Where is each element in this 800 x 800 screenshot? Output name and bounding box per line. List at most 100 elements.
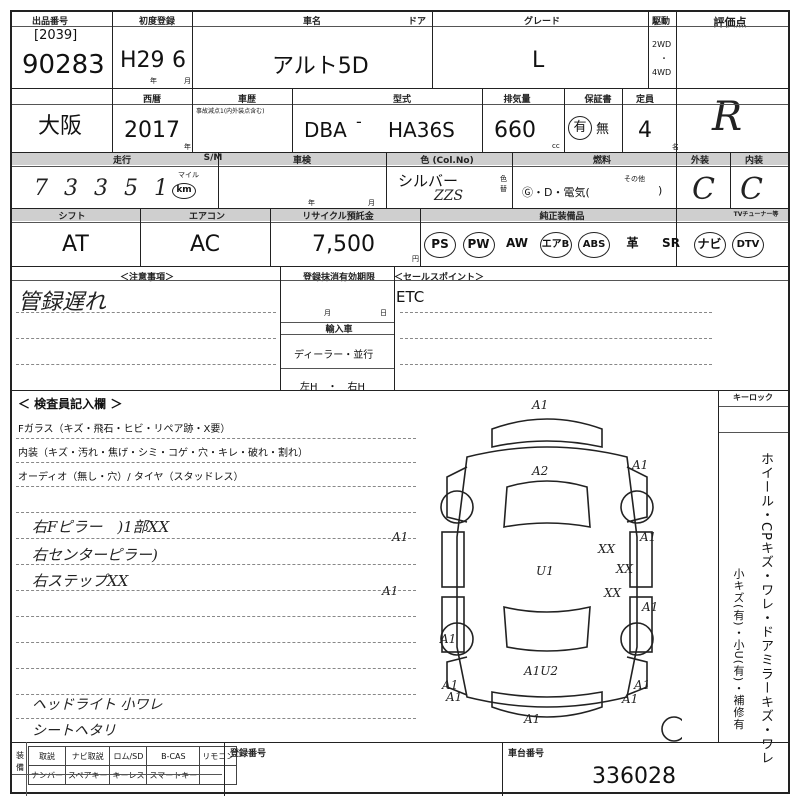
mileage-header: 走行: [112, 156, 131, 166]
mileage-digit-5: 1: [154, 176, 168, 201]
equip-table-cell: ナンバー: [28, 765, 66, 785]
writing-line: [16, 462, 416, 463]
aircon-value: AC: [190, 232, 221, 257]
grid-line: [622, 88, 623, 152]
capacity-value: 4: [638, 118, 652, 143]
diagram-mark-15: A1: [524, 712, 541, 726]
warranty-yes-circled: 有: [568, 116, 592, 140]
first-reg-header: 初度登録: [138, 17, 175, 27]
equipment-header: 純正装備品: [539, 212, 585, 222]
aircon-header: エアコン: [188, 212, 225, 222]
equip-table: 取説 ナビ取説 ロム/SD B-CAS リモコン ナンバー スペアキー キーレス…: [28, 746, 238, 785]
equipment-item-3: エアB: [539, 232, 572, 258]
inspector-note-2: 右センターピラー): [32, 546, 158, 564]
diagram-mark-17: A1: [622, 692, 639, 706]
grid-line: [280, 334, 394, 335]
writing-line: [16, 338, 276, 339]
diagram-mark-8: XX: [616, 562, 634, 576]
mileage-digit-2: 3: [64, 176, 78, 201]
writing-line: [16, 312, 276, 313]
front-bumper-outline: [491, 418, 603, 448]
writing-line: [400, 364, 712, 365]
first-reg-era-year: H29: [120, 48, 165, 73]
diagram-mark-1: A2: [532, 464, 549, 478]
grid-line: [270, 208, 271, 266]
side-vertical-text-1: ホイール・CPキズ・ワレ・ドアミラーキズ・ワレ: [758, 452, 773, 765]
displacement-value: 660: [494, 118, 536, 143]
mileage-digit-3: 3: [94, 176, 108, 201]
diagram-mark-13: A1U2: [524, 664, 559, 678]
grid-line: [218, 152, 219, 208]
grid-line: [432, 12, 433, 88]
import-value: ディーラー・並行: [294, 350, 374, 361]
grid-line: [718, 432, 788, 433]
model-type-header: 型式: [392, 95, 411, 105]
left-front-door-outline: [441, 531, 465, 588]
equip-table-cell: ロム/SD: [109, 746, 148, 766]
side-vertical-text-2: 小キズ(有)・小U(有)・補修有: [732, 568, 745, 731]
grid-line: [26, 742, 27, 796]
wheel-front-right: [620, 490, 654, 524]
equipment-item-2: AW: [506, 236, 528, 250]
spare-wheel: [661, 716, 682, 742]
drive-2wd: 2WD: [652, 40, 672, 49]
left-rear-fender-outline: [446, 656, 468, 696]
warranty-no: 無: [596, 122, 610, 137]
reg-no-header: 登録番号: [230, 749, 267, 759]
exterior-grade: C: [692, 172, 715, 207]
equip-table-cell: スペアキー: [64, 765, 111, 785]
inspector-header: ＜ 検査員記入欄 ＞: [18, 397, 123, 411]
warranty-header: 保証書: [584, 95, 612, 105]
equip-table-cell: B-CAS: [146, 746, 201, 766]
grid-line: [112, 12, 113, 152]
grid-line: [12, 104, 788, 105]
writing-line: [400, 338, 712, 339]
notes-handwritten: 管録遅れ: [18, 290, 107, 315]
grid-line: [420, 208, 421, 266]
fuel-other: その他: [624, 175, 645, 183]
grid-line: [12, 266, 788, 267]
rear-window-outline: [503, 605, 591, 652]
fuel-options: Ⓖ・D・電気(: [522, 186, 590, 199]
inspection-header: 車検: [292, 156, 311, 166]
mileage-unit-mile: マイル: [178, 171, 199, 179]
inspector-bottom-note-2: シートヘタリ: [32, 723, 116, 739]
grid-line: [12, 208, 788, 209]
inspector-note-3: 右ステップXX: [32, 572, 129, 590]
fuel-close: ): [658, 184, 663, 197]
grid-line: [394, 266, 395, 390]
key-lock-header: キーロック: [733, 393, 773, 402]
equip-table-cell: キーレス: [109, 765, 148, 785]
writing-line: [16, 694, 416, 695]
grid-line: [12, 88, 788, 89]
equip-table-cell: スマートキー: [146, 765, 201, 785]
import-header: 輸入車: [325, 325, 353, 335]
rating-header: 評価点: [713, 16, 747, 29]
first-reg-year-suffix: 年: [150, 77, 157, 85]
equipment-item-4: ABS: [578, 232, 610, 258]
reg-expiry-day: 日: [380, 309, 387, 317]
grid-line: [502, 742, 503, 796]
grid-line: [482, 88, 483, 152]
grade-value: L: [532, 48, 545, 73]
model-year-value: 2017: [124, 118, 180, 143]
grid-line: [280, 322, 394, 323]
diagram-mark-5: A1: [382, 584, 399, 598]
mileage-digit-1: 7: [34, 176, 48, 201]
grid-line: [648, 12, 649, 88]
color-change: 色替: [500, 175, 507, 193]
grid-line: [676, 12, 677, 266]
grid-line: [292, 88, 293, 152]
diagram-mark-14: A1: [634, 678, 651, 692]
grid-line: [512, 152, 513, 208]
grid-line: [12, 280, 788, 281]
inspector-line-interior: 内装（キズ・汚れ・焦げ・シミ・コゲ・穴・キレ・破れ・割れ）: [18, 448, 308, 459]
writing-line: [16, 616, 416, 617]
writing-line: [16, 538, 416, 539]
diagram-mark-9: XX: [604, 586, 622, 600]
chassis-number: 336028: [592, 764, 676, 789]
grid-line: [564, 88, 565, 152]
equip-table-cell: 取説: [28, 746, 66, 766]
equipment-item-7: ナビ: [693, 232, 726, 258]
model-year-header: 西暦: [142, 95, 161, 105]
